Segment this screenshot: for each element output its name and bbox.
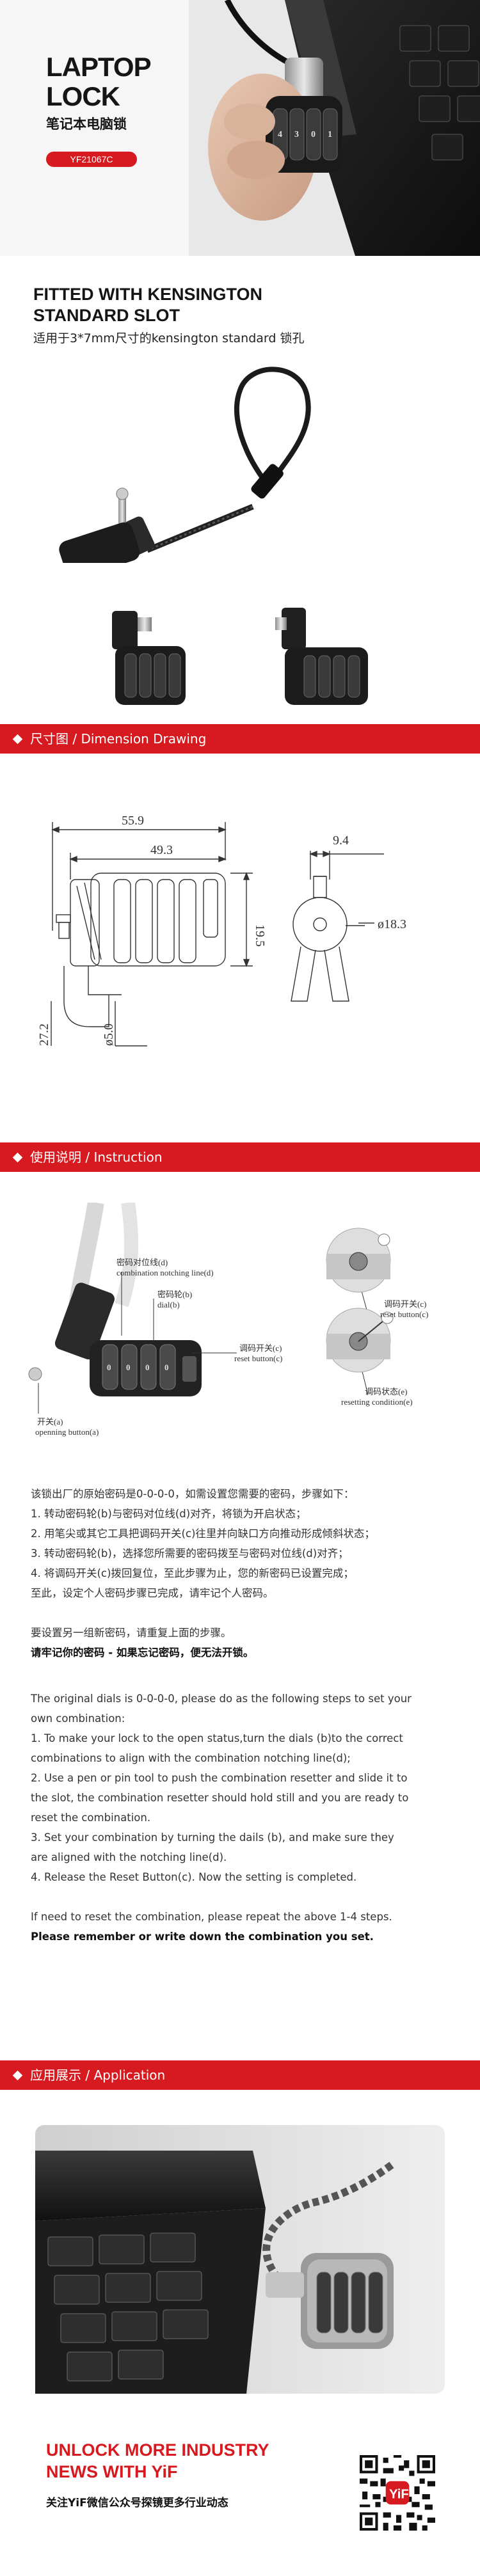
svg-text:0: 0 <box>145 1363 150 1372</box>
section-title-dimension: 尺寸图 / Dimension Drawing <box>30 731 207 747</box>
fit-subtitle: 适用于3*7mm尺寸的kensington standard 锁孔 <box>33 331 305 345</box>
cn-repeat: 要设置另一组新密码，请重复上面的步骤。 <box>31 1627 232 1639</box>
label-reset2-cn: 调码开关(c) <box>384 1299 426 1309</box>
en-step-1-line1: 1. To make your lock to the open status,… <box>31 1732 403 1744</box>
dim-height-body: 19.5 <box>253 924 267 947</box>
hero-subtitle: 笔记本电脑锁 <box>46 116 127 132</box>
dim-head-width: 9.4 <box>333 834 349 848</box>
label-notch-cn: 密码对位线(d) <box>116 1258 168 1267</box>
svg-text:0: 0 <box>164 1363 169 1372</box>
en-step-3-line2: are aligned with the notching line(d). <box>31 1851 227 1863</box>
wechat-qr-code[interactable]: YiF <box>360 2455 435 2531</box>
footer-title-line1: UNLOCK MORE INDUSTRY <box>46 2440 269 2460</box>
cn-step-3: 3. 转动密码轮(b)，选择您所需要的密码拨至与密码对位线(d)对齐； <box>31 1547 349 1560</box>
hero-text-panel <box>0 0 192 256</box>
hero-title: LAPTOP LOCK <box>46 52 152 111</box>
dim-head-diameter: ø18.3 <box>378 917 406 931</box>
svg-text:1: 1 <box>328 130 332 139</box>
en-repeat: If need to reset the combination, please… <box>31 1911 392 1923</box>
diamond-bullet-icon <box>12 1152 23 1163</box>
dim-width-body: 49.3 <box>150 843 173 857</box>
label-open-cn: 开关(a) <box>37 1417 63 1426</box>
hero-title-line1: LAPTOP <box>46 52 152 82</box>
diamond-bullet-icon <box>12 734 23 745</box>
label-cond-cn: 调码状态(e) <box>365 1387 407 1396</box>
instruction-diagram: 0 0 0 0 密码对位线(d) combination notching line(… <box>28 1203 428 1437</box>
instructions-chinese: 该锁出厂的原始密码是0-0-0-0，如需设置您需要的密码，步骤如下： 1. 转动… <box>31 1484 453 1663</box>
en-step-2-line2: the slot, the combination resetter shoul… <box>31 1792 409 1804</box>
dim-width-total: 55.9 <box>122 814 144 828</box>
lock-with-cable-photo <box>59 367 311 563</box>
footer-subtitle: 关注YiF微信公众号探镜更多行业动态 <box>46 2497 228 2509</box>
label-dial-en: dial(b) <box>157 1300 180 1309</box>
en-step-1-line2: combinations to align with the combinati… <box>31 1752 351 1764</box>
label-reset-cn: 调码开关(c) <box>239 1343 282 1353</box>
label-notch-en: combination notching line(d) <box>116 1268 214 1277</box>
cn-intro: 该锁出厂的原始密码是0-0-0-0，如需设置您需要的密码，步骤如下： <box>31 1488 355 1500</box>
diamond-bullet-icon <box>12 2070 23 2081</box>
svg-text:0: 0 <box>311 130 316 139</box>
svg-text:0: 0 <box>107 1363 111 1372</box>
cn-remember: 请牢记你的密码 - 如果忘记密码，便无法开锁。 <box>31 1647 254 1659</box>
cn-step-1: 1. 转动密码轮(b)与密码对位线(d)对齐，将锁为开启状态； <box>31 1508 307 1520</box>
cn-step-5: 至此，设定个人密码步骤已完成，请牢记个人密码。 <box>31 1587 274 1599</box>
dim-dial-diameter: ø5.0 <box>102 1023 116 1046</box>
section-bar-instruction: 使用说明 / Instruction <box>0 1142 480 1172</box>
en-remember: Please remember or write down the combin… <box>31 1931 374 1943</box>
instructions-english: The original dials is 0-0-0-0, please do… <box>31 1689 453 1947</box>
en-step-2-line3: reset the combination. <box>31 1812 151 1824</box>
section-title-instruction: 使用说明 / Instruction <box>30 1150 163 1165</box>
footer-title: UNLOCK MORE INDUSTRY NEWS WITH YiF <box>46 2439 269 2483</box>
lock-side-views <box>112 608 368 705</box>
en-intro-line2: own combination: <box>31 1712 125 1725</box>
qr-logo-icon: YiF <box>389 2488 409 2502</box>
hero-banner: LAPTOP LOCK 笔记本电脑锁 YF21067C <box>0 0 480 256</box>
cn-step-2: 2. 用笔尖或其它工具把调码开关(c)往里并向缺口方向推动形成倾斜状态； <box>31 1528 375 1540</box>
label-cond-en: resetting condition(e) <box>341 1397 413 1407</box>
svg-text:4: 4 <box>278 130 282 139</box>
hero-product-photo: 4 3 0 1 <box>189 0 480 256</box>
dimension-drawing: 55.9 49.3 19.5 27.2 ø5.0 9.4 ø18.3 <box>37 814 406 1047</box>
hero-title-line2: LOCK <box>46 81 120 111</box>
dim-pin-offset: 27.2 <box>37 1023 51 1046</box>
model-badge: YF21067C <box>46 152 137 167</box>
application-photo <box>35 2125 445 2394</box>
label-dial-cn: 密码轮(b) <box>157 1290 192 1299</box>
svg-text:0: 0 <box>126 1363 131 1372</box>
en-step-4: 4. Release the Reset Button(c). Now the … <box>31 1871 357 1883</box>
fit-title: FITTED WITH KENSINGTON STANDARD SLOT <box>33 284 262 326</box>
en-step-3-line1: 3. Set your combination by turning the d… <box>31 1831 394 1844</box>
label-open-en: openning button(a) <box>35 1427 99 1437</box>
label-reset-en: reset button(c) <box>234 1354 282 1363</box>
section-bar-dimension: 尺寸图 / Dimension Drawing <box>0 724 480 754</box>
cn-step-4: 4. 将调码开关(c)拨回复位，至此步骤为止，您的新密码已设置完成； <box>31 1567 354 1579</box>
en-intro-line1: The original dials is 0-0-0-0, please do… <box>31 1693 412 1705</box>
section-title-application: 应用展示 / Application <box>30 2067 166 2083</box>
label-reset2-en: reset button(c) <box>380 1309 428 1319</box>
en-step-2-line1: 2. Use a pen or pin tool to push the com… <box>31 1772 408 1784</box>
section-bar-application: 应用展示 / Application <box>0 2060 480 2090</box>
footer-title-line2: NEWS WITH YiF <box>46 2462 178 2481</box>
fit-title-line2: STANDARD SLOT <box>33 306 180 325</box>
lock-side-view-left <box>112 611 186 705</box>
svg-text:3: 3 <box>294 130 299 139</box>
lock-side-view-right <box>275 608 368 705</box>
fit-title-line1: FITTED WITH KENSINGTON <box>33 285 262 304</box>
